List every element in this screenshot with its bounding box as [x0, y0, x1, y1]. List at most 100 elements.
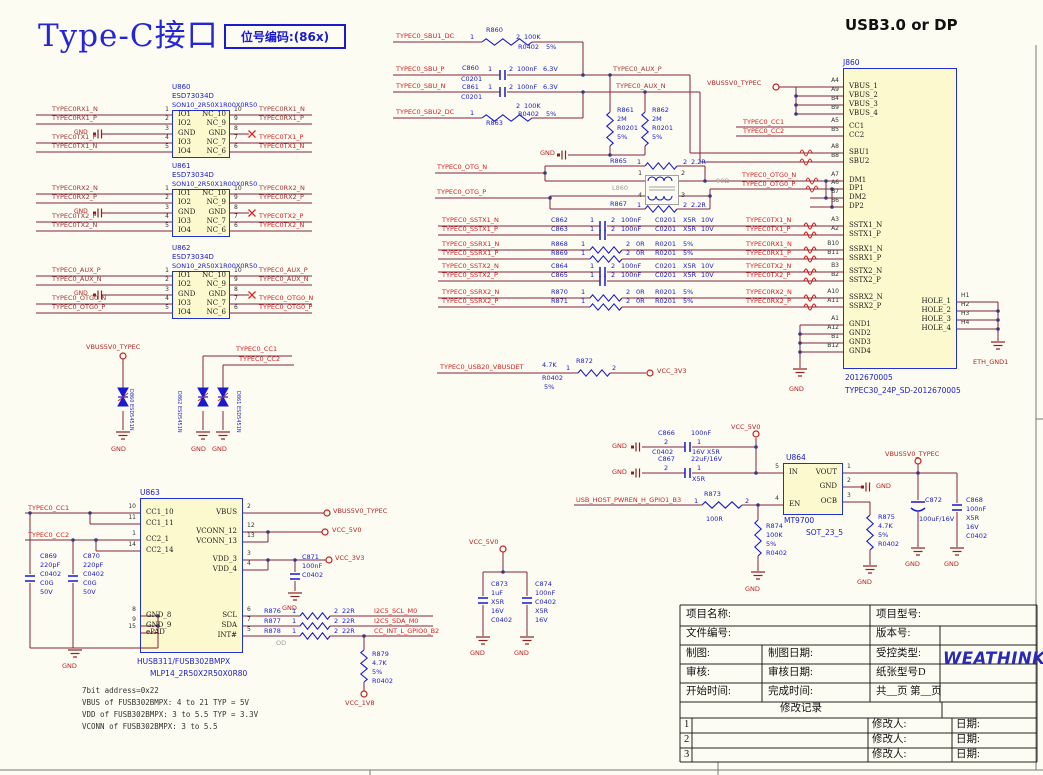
value-label: C865 [551, 271, 568, 279]
gnd-tap-symbol [93, 293, 96, 297]
part-label: ESD73034D [172, 253, 214, 261]
net-label: TYPEC0_OTG_N [437, 163, 488, 171]
net-label: TYPEC0_AUX_P [259, 266, 308, 274]
net-label: TYPEC0RX1_N [259, 105, 305, 113]
pin-name: DP1 [849, 184, 864, 192]
pin-number: 12 [247, 522, 255, 529]
junction-dot [824, 196, 828, 200]
pin-number: H3 [961, 310, 970, 317]
net-label: TYPEC0_AUX_N [616, 82, 666, 90]
tvs-diode [117, 392, 129, 402]
net-tie-icon [805, 185, 819, 193]
pin-name: CC2 [849, 131, 865, 139]
pin-name: IO2 [178, 119, 191, 127]
value-label: 1 [581, 249, 586, 257]
pin-number: B11 [827, 249, 839, 256]
pin-name: IO2 [178, 280, 191, 288]
pin-name: SSRX1_N [849, 245, 883, 253]
junction-dot [362, 634, 366, 638]
net-label: TYPEC0_CC2 [28, 531, 70, 539]
pin-name: NC_9 [206, 119, 226, 127]
pin-number: A12 [827, 324, 839, 331]
net-label: TYPEC0TX1_P [52, 133, 97, 141]
pin-number: B3 [831, 262, 839, 269]
common-mode-choke [647, 176, 673, 182]
junction-dot [794, 103, 798, 107]
value-label: 1 [590, 225, 595, 233]
value-label: X5R [535, 607, 549, 615]
net-label: TYPEC0_SSTX1_P [442, 225, 498, 233]
net-label: TYPEC0_SSTX2_N [442, 262, 499, 270]
resistor [299, 631, 331, 641]
pin-number: 1 [165, 185, 169, 192]
value-label: 16V [966, 523, 979, 531]
power-port [752, 430, 760, 438]
pin-number: 1 [165, 106, 169, 113]
power-label: GND [282, 604, 297, 612]
power-label: VCC_5V0 [731, 423, 761, 431]
junction-dot [581, 73, 585, 77]
value-label: R863 [486, 119, 503, 127]
net-tie-icon [803, 222, 817, 230]
value-label: 100nF [621, 216, 642, 224]
value-label: 1 [697, 464, 702, 472]
junction-dot [71, 538, 75, 542]
pin-name: NC_7 [206, 299, 226, 307]
value-label: 10V [701, 216, 714, 224]
value-label: 2 [516, 33, 521, 41]
value-label: C871 [302, 553, 319, 561]
pin-number: 2 [165, 194, 169, 201]
value-label: 22R [342, 627, 355, 635]
diode-label: D861 ESD5451N [235, 391, 241, 433]
junction-dot [708, 194, 712, 198]
value-label: 1 [292, 607, 297, 615]
power-label: GND [514, 649, 529, 657]
value-label: R862 [652, 106, 669, 114]
tvs-diode [217, 395, 229, 407]
value-label: 1 [590, 271, 595, 279]
net-label: TYPEC0_CC2 [743, 127, 785, 135]
pin-number: H4 [961, 319, 970, 326]
junction-dot [94, 538, 98, 542]
title-block-cell: 完成时间: [768, 686, 813, 697]
pin-number: A11 [827, 297, 839, 304]
net-label: USB_HOST_PWREN_H_GPIO1_B3 [576, 496, 682, 504]
power-label: GND [944, 560, 959, 568]
value-label: 2 [626, 297, 631, 305]
net-label: I2C5_SDA_M0 [374, 617, 419, 625]
net-label: TYPEC0RX2_P [259, 193, 304, 201]
value-label: C873 [491, 580, 508, 588]
pin-number: 10 [234, 106, 242, 113]
junction-dot [824, 179, 828, 183]
refdes-label: U861 [172, 162, 191, 170]
pin-number: 8 [132, 606, 136, 613]
value-label: 4.7K [542, 361, 557, 369]
net-label: TYPEC0RX2_P [746, 297, 791, 305]
resistor [589, 302, 623, 312]
note-label: OD [276, 639, 287, 647]
net-label: TYPEC0_SSRX1_P [442, 249, 499, 257]
note-text: VBUS of FUSB302BMPX: 4 to 21 TYP = 5V [82, 698, 250, 707]
pin-name: HOLE_2 [921, 306, 951, 314]
pin-number: 6 [234, 304, 238, 311]
gnd-tap-symbol [631, 445, 634, 449]
pin-number: A2 [831, 225, 839, 232]
title-block-cell: 版本号: [876, 628, 911, 639]
pin-name: SSRX2_P [849, 302, 882, 310]
net-label: TYPEC0TX2_N [746, 262, 792, 270]
net-label: TYPEC0_SBU1_DC [396, 32, 455, 40]
value-label: 1 [637, 158, 642, 166]
net-label: TYPEC0_SSRX2_N [442, 288, 500, 296]
net-label: TYPEC0RX1_P [746, 249, 791, 257]
value-label: R878 [264, 627, 281, 635]
resistor [865, 514, 875, 551]
pin-name: SSRX2_N [849, 293, 883, 301]
pin-name: GND2 [849, 329, 871, 337]
junction-dot [794, 94, 798, 98]
pin-number: A8 [831, 143, 839, 150]
value-label: 2 [516, 102, 521, 110]
value-label: 1 [581, 240, 586, 248]
tvs-diode [197, 387, 209, 399]
pin-number: 2 [847, 477, 851, 484]
